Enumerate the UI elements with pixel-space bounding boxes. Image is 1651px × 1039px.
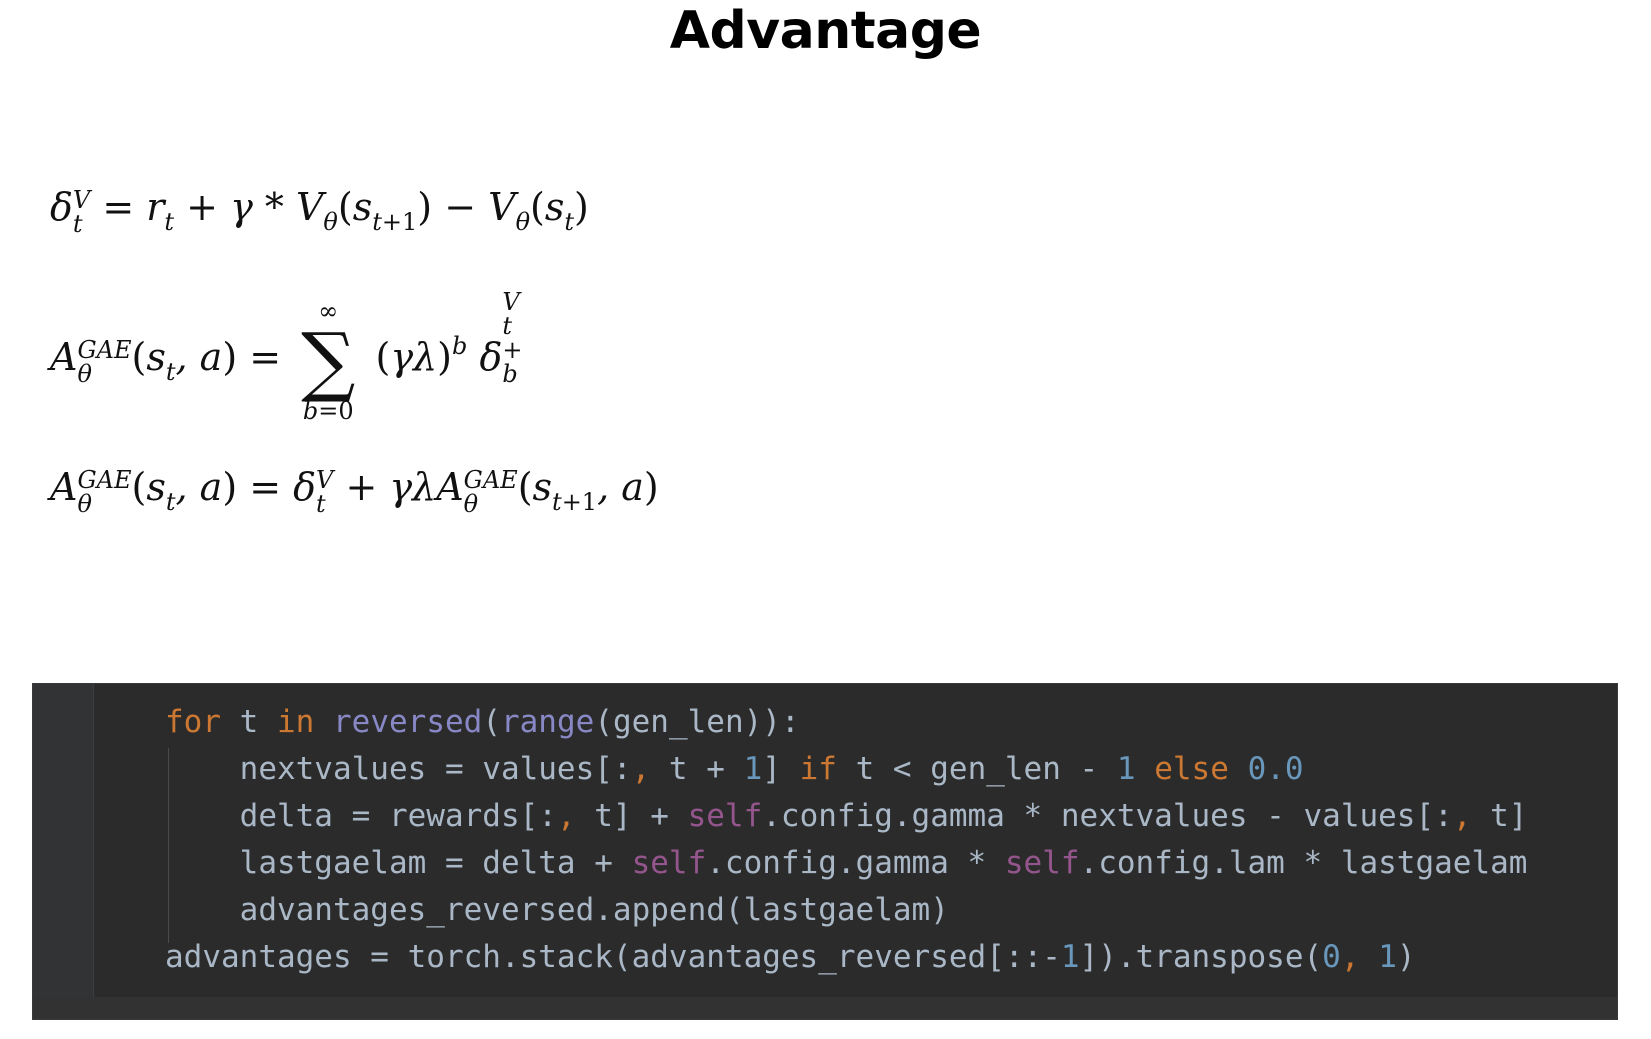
code-line: nextvalues = values[:, t + 1] if t < gen… — [165, 751, 1304, 787]
code-line: lastgaelam = delta + self.config.gamma *… — [165, 845, 1528, 881]
code-line: delta = rewards[:, t] + self.config.gamm… — [165, 798, 1528, 834]
summation-icon: ∞ ∑ b=0 — [301, 296, 356, 425]
line-gutter — [33, 684, 94, 1019]
code-line: for t in reversed(range(gen_len)): — [165, 704, 800, 740]
indent-guide — [168, 748, 169, 943]
code-line: advantages_reversed.append(lastgaelam) — [165, 892, 949, 928]
code-line: advantages = torch.stack(advantages_reve… — [165, 939, 1416, 975]
code-editor: for t in reversed(range(gen_len)): nextv… — [32, 683, 1618, 1020]
slide-title: Advantage — [669, 1, 982, 61]
current-line-highlight — [33, 997, 1617, 1019]
